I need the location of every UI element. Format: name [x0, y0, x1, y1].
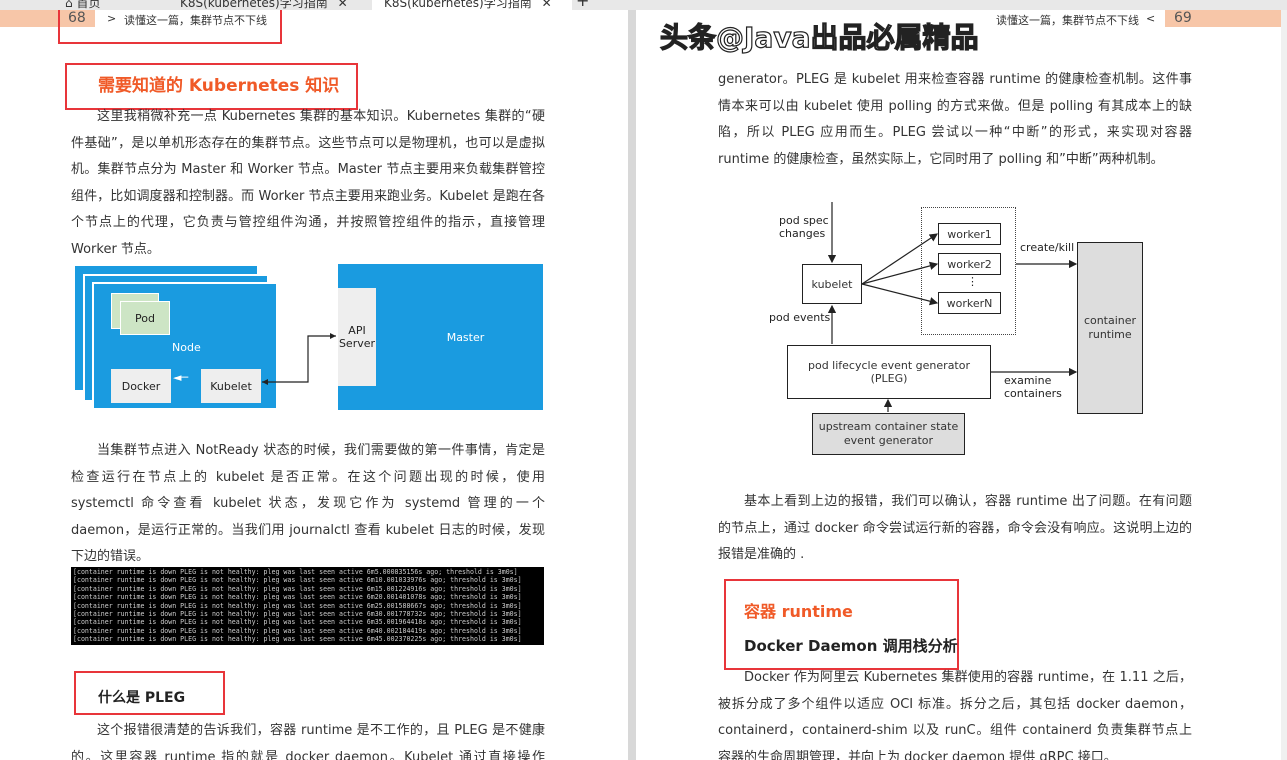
highlight-box — [724, 579, 959, 670]
section-heading: 需要知道的 Kubernetes 知识 — [98, 76, 340, 96]
worker2-box: worker2 — [938, 253, 1001, 275]
pleg-box: pod lifecycle event generator (PLEG) — [787, 345, 991, 399]
highlight-box — [65, 63, 358, 110]
close-icon[interactable]: ✕ — [541, 0, 552, 10]
highlight-box — [58, 10, 282, 44]
api-server-box: API Server — [338, 288, 376, 386]
tab-label: K8S(kubernetes)学习指南 — [384, 0, 532, 10]
paragraph: 这个报错很清楚的告诉我们，容器 runtime 是不工作的，且 PLEG 是不健… — [71, 723, 545, 760]
watermark: 头条@Java出品必属精品 — [659, 21, 979, 54]
pod-spec-label: pod spec changes — [779, 214, 829, 240]
tab-bar: ⌂ 首页 K8S(kubernetes)学习指南 ✕ K8S(kubernete… — [0, 0, 1287, 10]
kubelet-box: Kubelet — [201, 369, 261, 403]
paragraph: 当集群节点进入 NotReady 状态的时候，我们需要做的第一件事情，肯定是检查… — [71, 443, 545, 564]
running-header: 读懂这一篇，集群节点不下线 — [996, 14, 1139, 27]
header-arrow: < — [1146, 12, 1156, 25]
arrow-icon: ◄─ — [173, 371, 189, 384]
ellipsis: ⋮ — [967, 275, 978, 288]
connector-arrow — [262, 333, 336, 385]
master-label: Master — [446, 330, 485, 344]
header-arrow: > — [107, 12, 117, 25]
upstream-box: upstream container state event generator — [812, 413, 965, 455]
workerN-box: workerN — [938, 292, 1001, 314]
subsection-heading: Docker Daemon 调用栈分析 — [744, 637, 958, 655]
container-runtime-box: container runtime — [1077, 242, 1143, 414]
tab-home[interactable]: ⌂ 首页 — [65, 0, 100, 10]
diagram-arrows — [827, 202, 1078, 412]
terminal-log: [container runtime is down PLEG is not h… — [71, 567, 544, 645]
kubelet-box: kubelet — [802, 264, 862, 304]
examine-label: examine containers — [1004, 374, 1062, 400]
paragraph: 基本上看到上边的报错，我们可以确认，容器 runtime 出了问题。在有问题的节… — [718, 494, 1192, 562]
paragraph: 这里我稍微补充一点 Kubernetes 集群的基本知识。Kubernetes … — [71, 109, 545, 257]
tab-document-1[interactable]: K8S(kubernetes)学习指南 ✕ — [180, 0, 368, 10]
right-page: 读懂这一篇，集群节点不下线 < 69 generator。PLEG 是 kube… — [636, 10, 1287, 760]
tab-document-2[interactable]: K8S(kubernetes)学习指南 ✕ — [372, 0, 572, 10]
page-divider — [628, 10, 636, 760]
section-heading: 什么是 PLEG — [98, 690, 186, 706]
paragraph: generator。PLEG 是 kubelet 用来检查容器 runtime … — [718, 72, 1192, 167]
tab-label: 首页 — [76, 0, 101, 10]
close-icon[interactable]: ✕ — [337, 0, 348, 10]
tab-label: K8S(kubernetes)学习指南 — [180, 0, 328, 10]
docker-box: Docker — [111, 369, 171, 403]
page-number: 69 — [1165, 10, 1287, 27]
page-number: 68 — [0, 10, 95, 27]
create-kill-label: create/kill — [1020, 241, 1075, 254]
scrollbar[interactable] — [1281, 10, 1287, 760]
paragraph: Docker 作为阿里云 Kubernetes 集群使用的容器 runtime，… — [718, 670, 1192, 760]
pod-events-label: pod events — [769, 311, 831, 324]
highlight-box — [74, 671, 225, 715]
section-heading: 容器 runtime — [744, 602, 853, 621]
pod-box: Pod — [120, 301, 170, 335]
left-page: 68 > 读懂这一篇，集群节点不下线 需要知道的 Kubernetes 知识 这… — [0, 10, 628, 760]
worker1-box: worker1 — [938, 223, 1001, 245]
node-label: Node — [172, 341, 201, 354]
new-tab-icon[interactable]: + — [576, 0, 589, 7]
running-header: 读懂这一篇，集群节点不下线 — [124, 14, 267, 27]
